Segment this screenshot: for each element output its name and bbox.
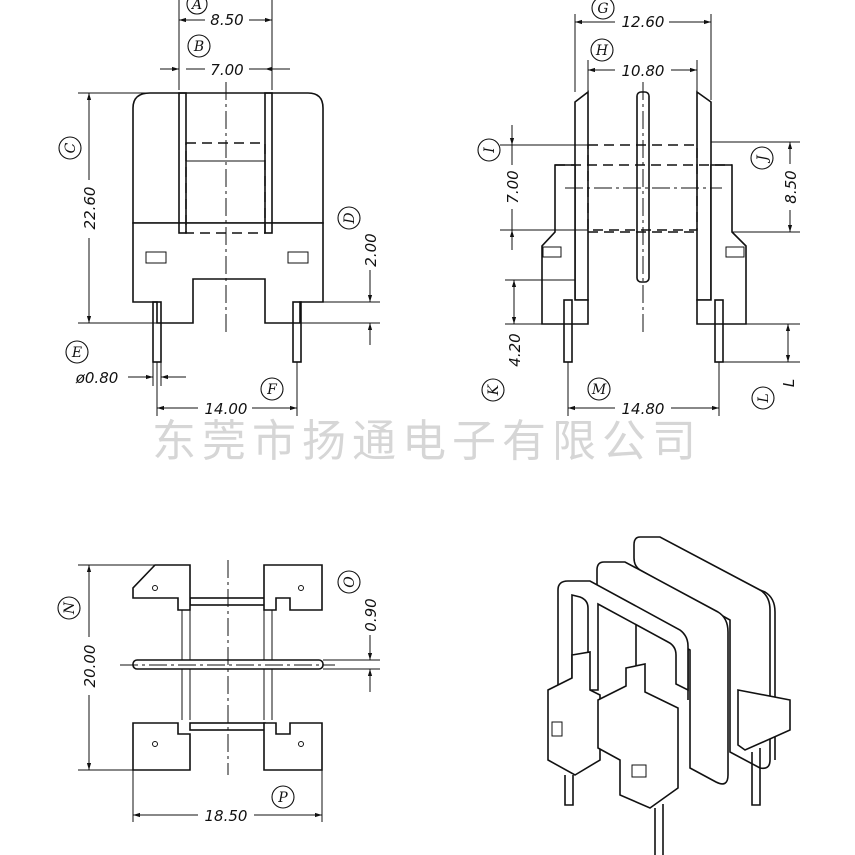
dim-f-value: 14.00 (205, 400, 248, 418)
top-view: 20.00 N 0.90 O 18.50 P (57, 560, 380, 825)
dim-a-label: A (190, 0, 202, 13)
dim-h-value: 10.80 (622, 62, 665, 80)
dim-h-label: H (595, 43, 609, 59)
dim-m-value: 14.80 (622, 400, 665, 418)
dim-n-label: N (62, 601, 78, 615)
dim-k-value: 4.20 (506, 333, 524, 366)
dim-d-label: D (342, 212, 358, 224)
dim-o-value: 0.90 (362, 598, 380, 631)
dim-c-label: C (63, 142, 79, 153)
isometric-view (547, 536, 791, 855)
dim-f-label: F (266, 382, 278, 398)
dim-i-label: I (482, 147, 498, 154)
dim-d-value: 2.00 (362, 233, 380, 266)
dim-j-value: 8.50 (782, 170, 800, 203)
company-watermark: 东莞市扬通电子有限公司 (152, 416, 702, 467)
dim-j-label: J (755, 154, 771, 164)
front-view: 8.50 A 7.00 B 22.60 C 2.00 D ø0.80 (58, 0, 380, 418)
side-view: 12.60 G 10.80 H 7.00 I 8.50 J 4.20 (477, 0, 800, 418)
dim-p-value: 18.50 (205, 807, 248, 825)
dim-e-label: E (71, 345, 82, 361)
dim-c-value: 22.60 (81, 187, 99, 230)
dim-l-label: L (756, 393, 772, 403)
dim-n-value: 20.00 (81, 645, 99, 688)
dim-m-label: M (591, 382, 607, 398)
dim-b-value: 7.00 (210, 61, 243, 79)
dim-k-label: K (486, 383, 502, 396)
dim-g-label: G (597, 1, 608, 17)
dim-l-value: L (780, 379, 798, 387)
dim-o-label: O (342, 576, 358, 588)
dim-e-value: ø0.80 (75, 369, 119, 387)
dim-i-value: 7.00 (504, 170, 522, 203)
dim-a-value: 8.50 (210, 11, 243, 29)
dim-g-value: 12.60 (622, 13, 665, 31)
dim-p-label: P (277, 790, 288, 806)
dim-b-label: B (193, 39, 204, 55)
